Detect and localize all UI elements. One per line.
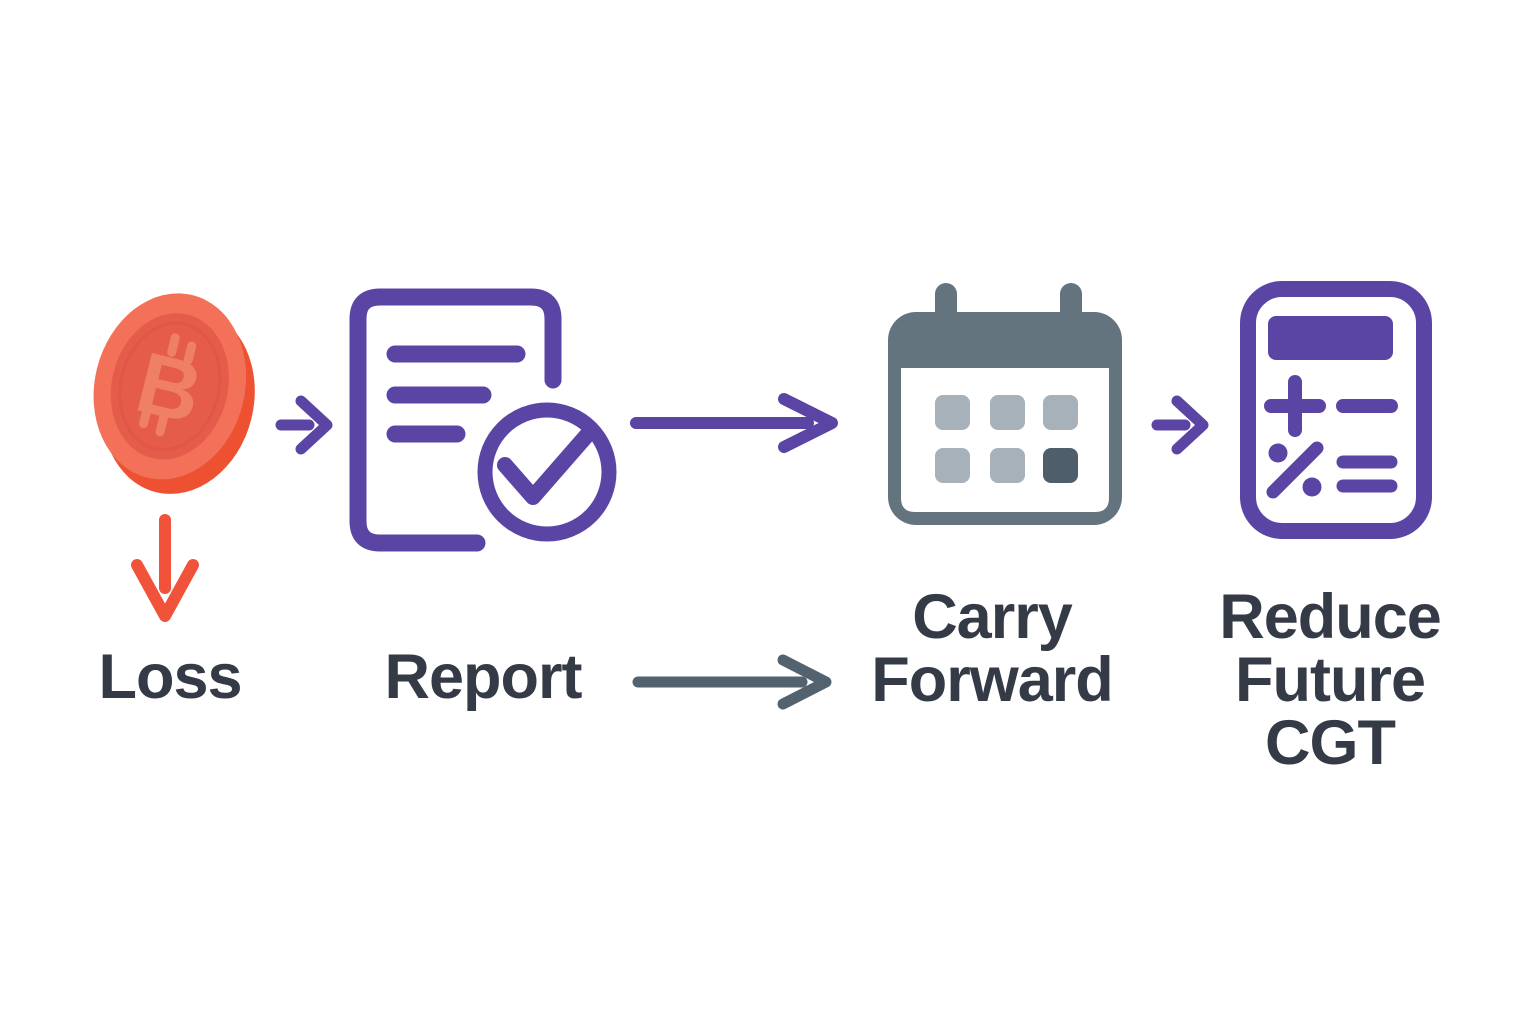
step-label-report: Report [384,642,583,712]
arrow-right-icon [630,392,842,454]
calendar-icon [888,283,1122,525]
arrow-right-icon [632,653,832,711]
step-label-reduce-future-cgt: Reduce Future CGT [1219,582,1442,778]
label-line: Reduce [1219,582,1442,652]
label-line: Carry [912,582,1073,652]
label-line: Future [1235,645,1426,715]
label-line: Report [384,642,583,712]
arrow-right-icon [1151,392,1210,458]
document-check-icon [349,288,618,552]
label-line: Loss [98,642,242,712]
calculator-icon [1240,281,1432,539]
loss-arrow-down-icon [130,514,200,624]
bitcoin-coin-icon: B [84,288,264,504]
step-label-carry-forward: Carry Forward [871,582,1114,715]
label-line: CGT [1265,708,1396,778]
arrow-right-icon [275,392,334,458]
step-label-loss: Loss [98,642,242,712]
label-line: Forward [871,645,1114,715]
